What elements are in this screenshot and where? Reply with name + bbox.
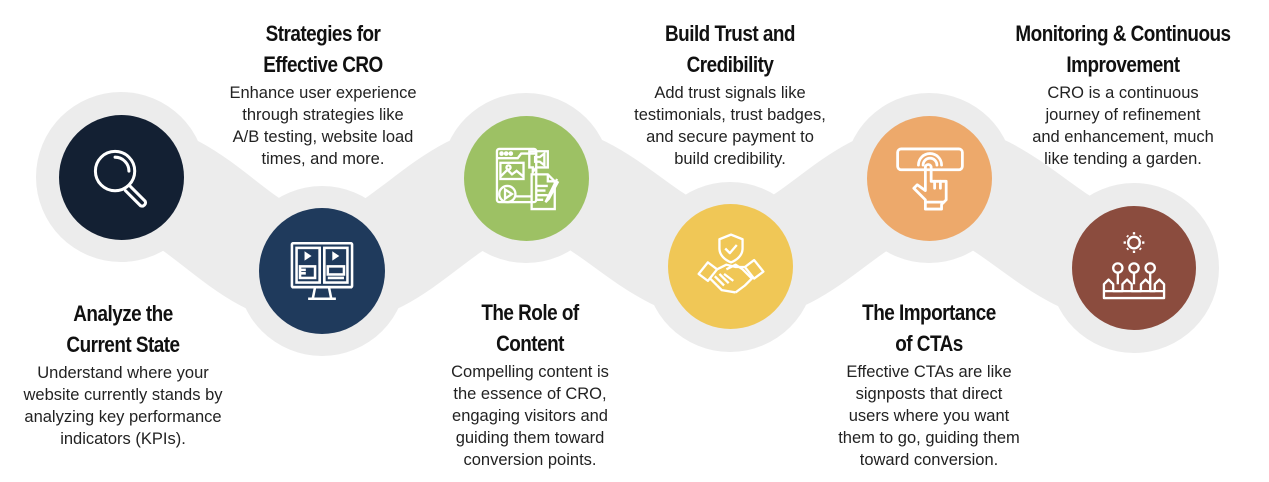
step-description: CRO is a continuous journey of refinemen… — [1032, 84, 1214, 168]
handshake-shield-icon — [696, 232, 765, 294]
step-description: Enhance user experience through strategi… — [229, 84, 417, 168]
step-4-circle — [668, 204, 793, 329]
step-description: Understand where your website currently … — [23, 364, 223, 448]
click-button-hand-icon — [895, 147, 964, 210]
step-2-circle — [259, 208, 385, 334]
magnifying-glass-icon — [93, 149, 147, 208]
garden-sun-icon — [1102, 232, 1166, 300]
content-media-icon — [495, 147, 559, 210]
ab-test-monitor-icon — [290, 241, 354, 301]
step-3-circle — [464, 116, 589, 241]
step-description: Compelling content is the essence of CRO… — [451, 363, 609, 469]
step-description: Add trust signals like testimonials, tru… — [634, 84, 826, 168]
step-1-circle — [59, 115, 184, 240]
step-6-circle — [1072, 206, 1196, 330]
step-5-circle — [867, 116, 992, 241]
step-description: Effective CTAs are like signposts that d… — [838, 363, 1020, 469]
